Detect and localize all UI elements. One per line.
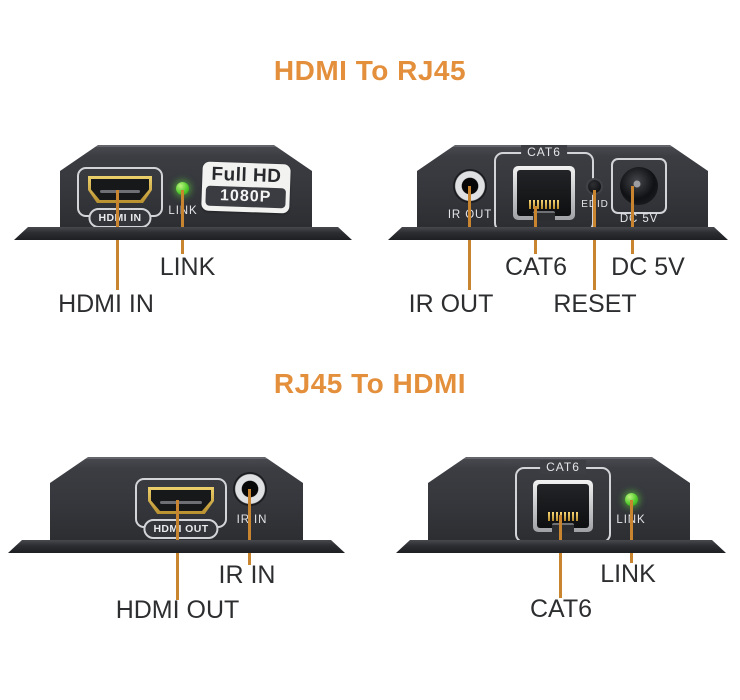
- ir-in-panel-label: IR IN: [236, 514, 268, 526]
- callout-label-ir-in: IR IN: [218, 561, 276, 589]
- callout-label-cat6: CAT6: [504, 253, 568, 281]
- rj45-latch-notch: [533, 211, 555, 221]
- device-mounting-flange: [388, 227, 728, 240]
- callout-line-cat6: [559, 515, 562, 598]
- rj45-pins: [548, 512, 578, 521]
- dc5v-panel-label: DC 5V: [619, 213, 659, 225]
- cat6-panel-label: CAT6: [521, 145, 567, 159]
- hdmi-out-port-label: HDMI OUT: [143, 519, 219, 539]
- callout-label-link: LINK: [159, 253, 216, 281]
- callout-line-link: [630, 500, 633, 563]
- rj45-cavity: [517, 170, 571, 216]
- callout-label-hdmi-out: HDMI OUT: [115, 596, 240, 624]
- dc-power-jack-icon: [620, 167, 658, 205]
- hdmi-port-icon: [148, 487, 214, 514]
- link-led-icon: [625, 493, 638, 506]
- callout-label-reset: RESET: [553, 290, 637, 318]
- rj45-port-icon: [513, 166, 575, 221]
- callout-label-link: LINK: [600, 560, 656, 588]
- hdmi-port-outline: HDMI OUT: [135, 478, 227, 539]
- hdmi-in-port-label: HDMI IN: [88, 208, 152, 228]
- badge-full-hd-text: Full HD: [211, 163, 282, 188]
- hdmi-port-cavity: [91, 179, 149, 200]
- hdmi-port-cavity: [151, 490, 211, 511]
- callout-line-dc5v: [631, 186, 634, 254]
- device-mounting-flange: [14, 227, 352, 240]
- device-mounting-flange: [396, 540, 726, 553]
- hdmi-contact-stripe: [160, 500, 202, 504]
- callout-label-cat6: CAT6: [529, 595, 593, 623]
- device-mounting-flange: [8, 540, 345, 553]
- cat6-panel-label: CAT6: [540, 460, 586, 474]
- link-led-icon: [176, 182, 189, 195]
- dc-power-jack-outline: [611, 158, 667, 214]
- callout-label-hdmi-in: HDMI IN: [58, 290, 154, 318]
- rj45-cavity: [537, 484, 589, 528]
- rj45-port-outline: CAT6: [494, 145, 594, 232]
- rj45-port-icon: [533, 480, 593, 533]
- rj45-latch-notch: [552, 523, 574, 533]
- callout-line-link: [181, 190, 184, 254]
- callout-label-ir-out: IR OUT: [408, 290, 494, 318]
- dc-jack-pin: [633, 180, 641, 188]
- hdmi-contact-stripe: [99, 189, 141, 193]
- section-title-rj45-to-hdmi: RJ45 To HDMI: [273, 368, 467, 399]
- callout-line-hdmi-in: [116, 190, 119, 290]
- rj45-pins: [529, 200, 559, 209]
- callout-line-reset: [593, 190, 596, 290]
- rj45-port-outline: CAT6: [515, 460, 611, 543]
- hdmi-port-outline: HDMI IN: [77, 167, 163, 228]
- hdmi-port-icon: [88, 176, 152, 203]
- badge-1080p-text: 1080P: [205, 185, 286, 209]
- fullhd-1080p-badge: Full HD 1080P: [201, 161, 291, 214]
- section-title-hdmi-to-rj45: HDMI To RJ45: [273, 55, 467, 86]
- callout-label-dc5v: DC 5V: [611, 253, 685, 281]
- callout-line-ir-in: [248, 489, 251, 565]
